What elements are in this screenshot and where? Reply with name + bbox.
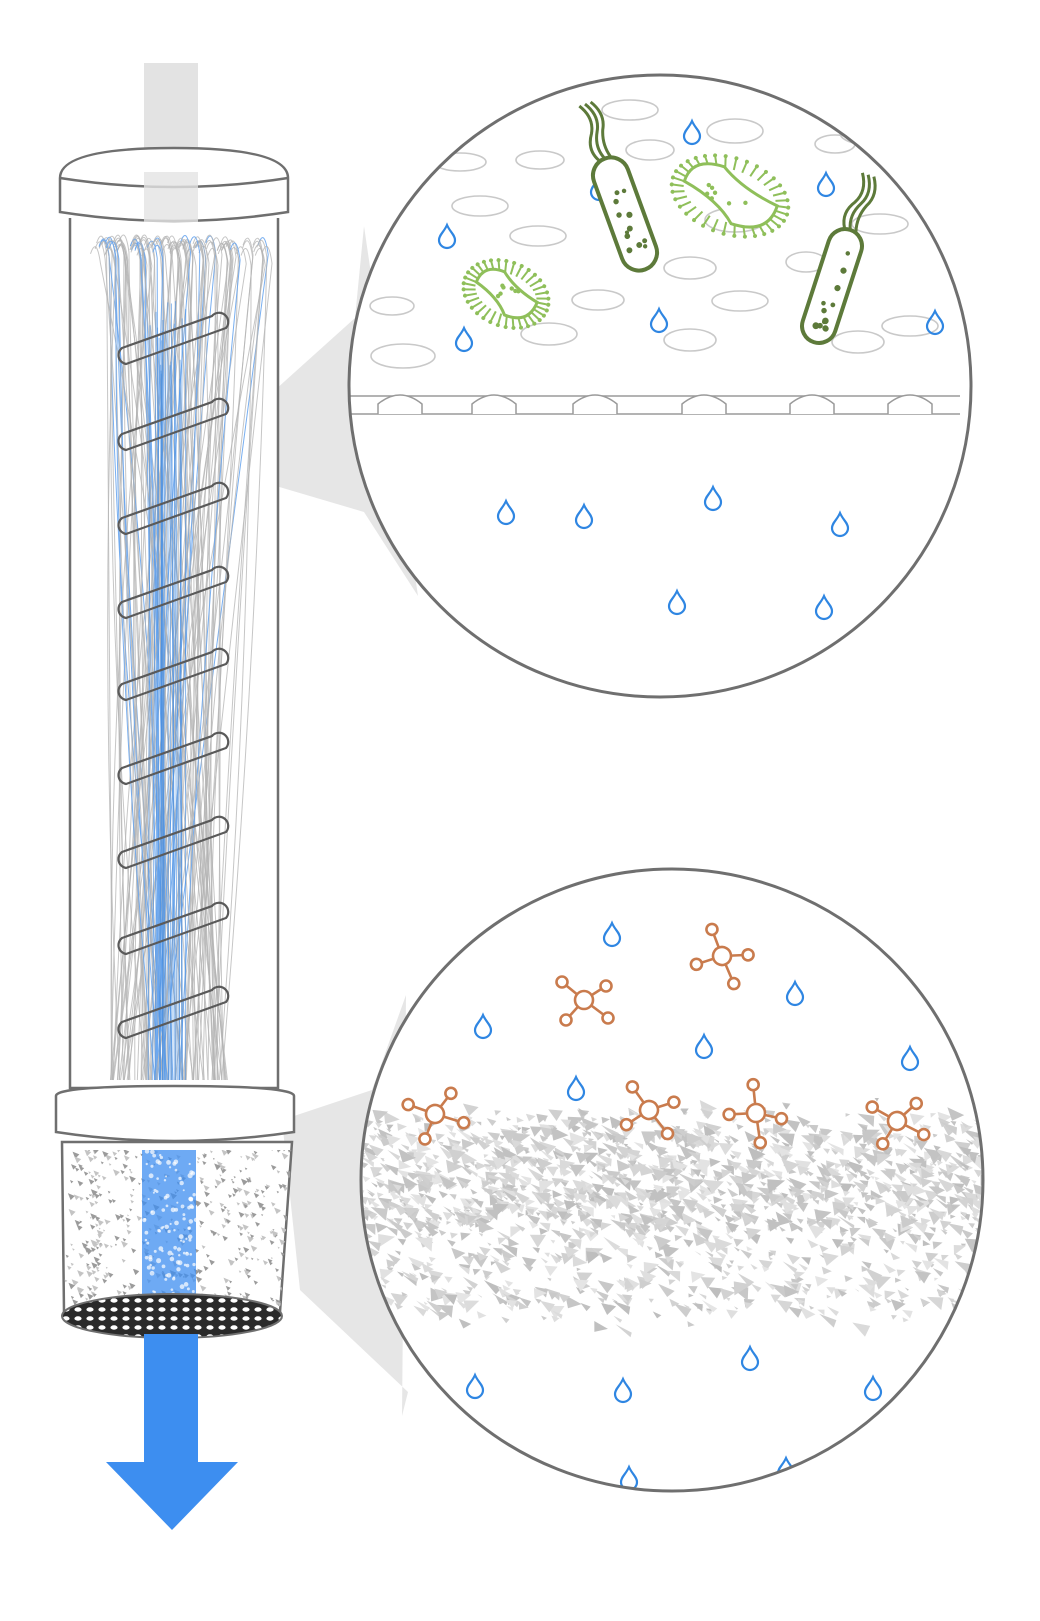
water-drop-icon xyxy=(566,1074,586,1102)
membrane-magnification xyxy=(347,73,973,699)
water-drop-icon xyxy=(649,306,669,334)
water-drop-icon xyxy=(816,170,836,198)
bacteria-icon xyxy=(800,172,877,345)
water-drop-icon xyxy=(574,502,594,530)
outflow-arrow xyxy=(106,1334,238,1530)
top-cap xyxy=(58,146,290,223)
coil-band xyxy=(117,815,230,870)
water-drop-icon xyxy=(694,1032,714,1060)
water-drop-icon xyxy=(465,1372,485,1400)
coil-band xyxy=(117,481,230,536)
water-drop-icon xyxy=(682,118,702,146)
filter-tube xyxy=(68,218,280,1090)
molecule-icon xyxy=(619,1080,681,1141)
molecule-icon xyxy=(401,1086,471,1146)
water-drop-icon xyxy=(473,1012,493,1040)
water-drop-icon xyxy=(602,920,622,948)
water-drop-icon xyxy=(496,498,516,526)
water-drop-icon xyxy=(900,1044,920,1072)
water-drop-icon xyxy=(945,1366,965,1394)
water-drop-icon xyxy=(454,325,474,353)
water-drop-icon xyxy=(863,1374,883,1402)
support-coil xyxy=(117,311,230,1040)
bacteria-icon xyxy=(669,153,791,239)
water-drop-icon xyxy=(740,1344,760,1372)
coil-band xyxy=(117,731,230,786)
water-drop-icon xyxy=(925,308,945,336)
bacteria-icon xyxy=(461,258,551,330)
molecule-icon xyxy=(555,975,615,1027)
water-drop-icon xyxy=(613,1376,633,1404)
water-drop-icon xyxy=(667,588,687,616)
water-drop-icon xyxy=(703,484,723,512)
water-drop-icon xyxy=(785,979,805,1007)
outlet-mesh xyxy=(61,1293,283,1339)
coil-band xyxy=(117,397,230,452)
carbon-magnification xyxy=(359,867,985,1493)
carbon-chamber xyxy=(60,1140,294,1339)
coil-band xyxy=(117,901,230,956)
water-drop-icon xyxy=(830,510,850,538)
molecule-icon xyxy=(865,1096,931,1151)
molecule-icon xyxy=(689,922,755,991)
coil-band xyxy=(117,565,230,620)
bacteria-icon xyxy=(578,100,660,273)
coil-band xyxy=(117,647,230,702)
coil-band xyxy=(117,311,230,366)
molecule-icon xyxy=(722,1077,789,1150)
bottom-collar xyxy=(54,1084,296,1143)
coil-band xyxy=(117,985,230,1040)
water-drop-icon xyxy=(437,222,457,250)
water-drop-icon xyxy=(814,593,834,621)
